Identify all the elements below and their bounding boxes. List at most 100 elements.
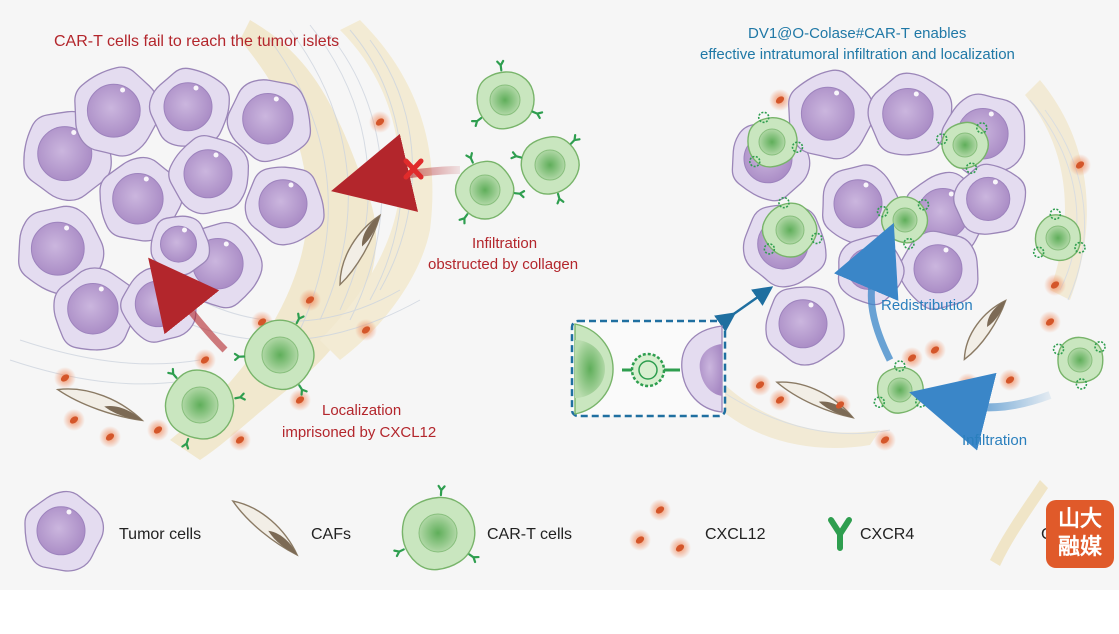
cxcl12-right [930, 346, 940, 354]
cxcl12-right [1045, 318, 1055, 326]
tumor-cell-left [226, 79, 312, 163]
right-panel-title-line1: DV1@O-Colase#CAR-T enables [748, 25, 967, 42]
cxcl12-right [835, 401, 845, 409]
cxcl12-right [775, 96, 785, 104]
tumor-cell-right [867, 72, 953, 156]
legend-cxcl12-dot [635, 536, 645, 544]
legend-label-cxcl12: CXCL12 [705, 526, 766, 543]
nanoparticle [873, 396, 886, 408]
left-infiltration-label-line2: obstructed by collagen [428, 256, 579, 273]
inset-cart-cell-half [574, 323, 614, 415]
cxcr4-receptor [556, 192, 565, 205]
watermark-line2: 融媒 [1057, 535, 1102, 560]
redistribution-label: Redistribution [881, 297, 973, 314]
cxcl12-left [235, 436, 245, 444]
left-infiltration-label-line1: Infiltration [472, 235, 538, 252]
cxcl12-left [105, 433, 115, 441]
right-infiltration-label: Infiltration [962, 432, 1028, 449]
cxcr4-receptor [295, 312, 305, 325]
cxcl12-left [69, 416, 79, 424]
nanoparticle [763, 243, 776, 255]
legend-label-cart-cells: CAR-T cells [487, 526, 573, 543]
cxcr4-receptor [513, 190, 526, 199]
nanoparticle [1094, 340, 1106, 353]
nanoparticle [917, 198, 930, 211]
cart-cell-left [470, 59, 544, 130]
nanoparticle [965, 162, 978, 174]
cxcl12-left [153, 426, 163, 434]
nanoparticle [894, 360, 906, 372]
nanoparticle [810, 232, 823, 245]
cxcl12-left [375, 118, 385, 126]
cart-cell-right [1032, 208, 1086, 262]
localization-arrow [148, 257, 228, 353]
tumor-cell-left [168, 135, 250, 215]
inset-contents [574, 323, 723, 415]
caf-layer [55, 213, 1007, 422]
watermark-line1: 山大 [1057, 507, 1102, 532]
nanoparticle [976, 122, 988, 134]
legend-label-tumor-cells: Tumor cells [119, 526, 202, 543]
nanoparticle [876, 205, 889, 218]
blocked-x-icon [403, 158, 424, 180]
left-panel-title: CAR-T cells fail to reach the tumor isle… [54, 33, 340, 50]
caf-cell-right [963, 299, 1007, 361]
legend-caf-icon [231, 499, 299, 557]
inset-tumor-cell-half [681, 325, 723, 413]
cxcl12-right [1075, 161, 1085, 169]
tumor-cell-right [765, 286, 845, 366]
cxcr4-receptor [470, 116, 483, 128]
cart-cell-left [164, 367, 246, 450]
infiltration-arrow [909, 372, 1052, 451]
cxcl12-right [1050, 281, 1060, 289]
nanoparticle [757, 111, 770, 124]
cxcr4-receptor [233, 352, 246, 361]
watermark-logo: 山大 融媒 [1046, 500, 1114, 568]
collagen-left [9, 20, 433, 460]
nanoparticle [791, 141, 804, 153]
caf-cell-left [339, 213, 382, 287]
cart-cell-left [454, 152, 526, 225]
cxcr4-receptor [298, 384, 308, 396]
left-localization-label-line2: imprisoned by CXCL12 [282, 424, 437, 441]
legend-cart-cell-icon [393, 484, 480, 571]
cxcr4-receptor [181, 437, 190, 450]
nanoparticle [748, 155, 761, 168]
inset-nanoparticle [622, 352, 680, 388]
cxcl12-right [775, 396, 785, 404]
cxcl12-right [755, 381, 765, 389]
cxcr4-receptor [468, 553, 480, 564]
cxcl12-left [200, 356, 210, 364]
cart-cell-right [747, 111, 804, 168]
cxcl12-left [295, 396, 305, 404]
tumor-cell-left [53, 267, 138, 351]
cxcl12-left [257, 318, 267, 326]
cxcr4-receptor [510, 151, 523, 160]
cart-cell-layer [164, 59, 1106, 450]
cxcl12-layer [60, 96, 1085, 444]
cxcr4-receptor [458, 213, 469, 225]
legend-cxcl12-dot [655, 506, 665, 514]
cxcr4-receptor [465, 152, 474, 164]
cart-cell-right [935, 121, 990, 174]
cxcl12-right [880, 436, 890, 444]
left-localization-label-line1: Localization [322, 402, 402, 419]
nanoparticle [778, 196, 790, 209]
cxcr4-receptor [437, 484, 446, 497]
nanoparticle [1032, 246, 1045, 259]
cart-cell-right [1052, 336, 1106, 390]
cart-cell-left [233, 312, 315, 396]
cxcl12-left [60, 374, 70, 382]
nanoparticle [903, 237, 915, 250]
legend-cxcl12-dot [675, 544, 685, 552]
cxcr4-receptor [167, 367, 178, 379]
cxcr4-receptor [569, 133, 581, 145]
cart-cell-right [761, 196, 823, 258]
caf-cell-left [55, 388, 145, 422]
legend-cxcr4-icon [828, 517, 852, 551]
nanoparticle [1049, 208, 1062, 220]
redistribution-arrow [834, 222, 899, 362]
tumor-cell-right [953, 163, 1027, 235]
